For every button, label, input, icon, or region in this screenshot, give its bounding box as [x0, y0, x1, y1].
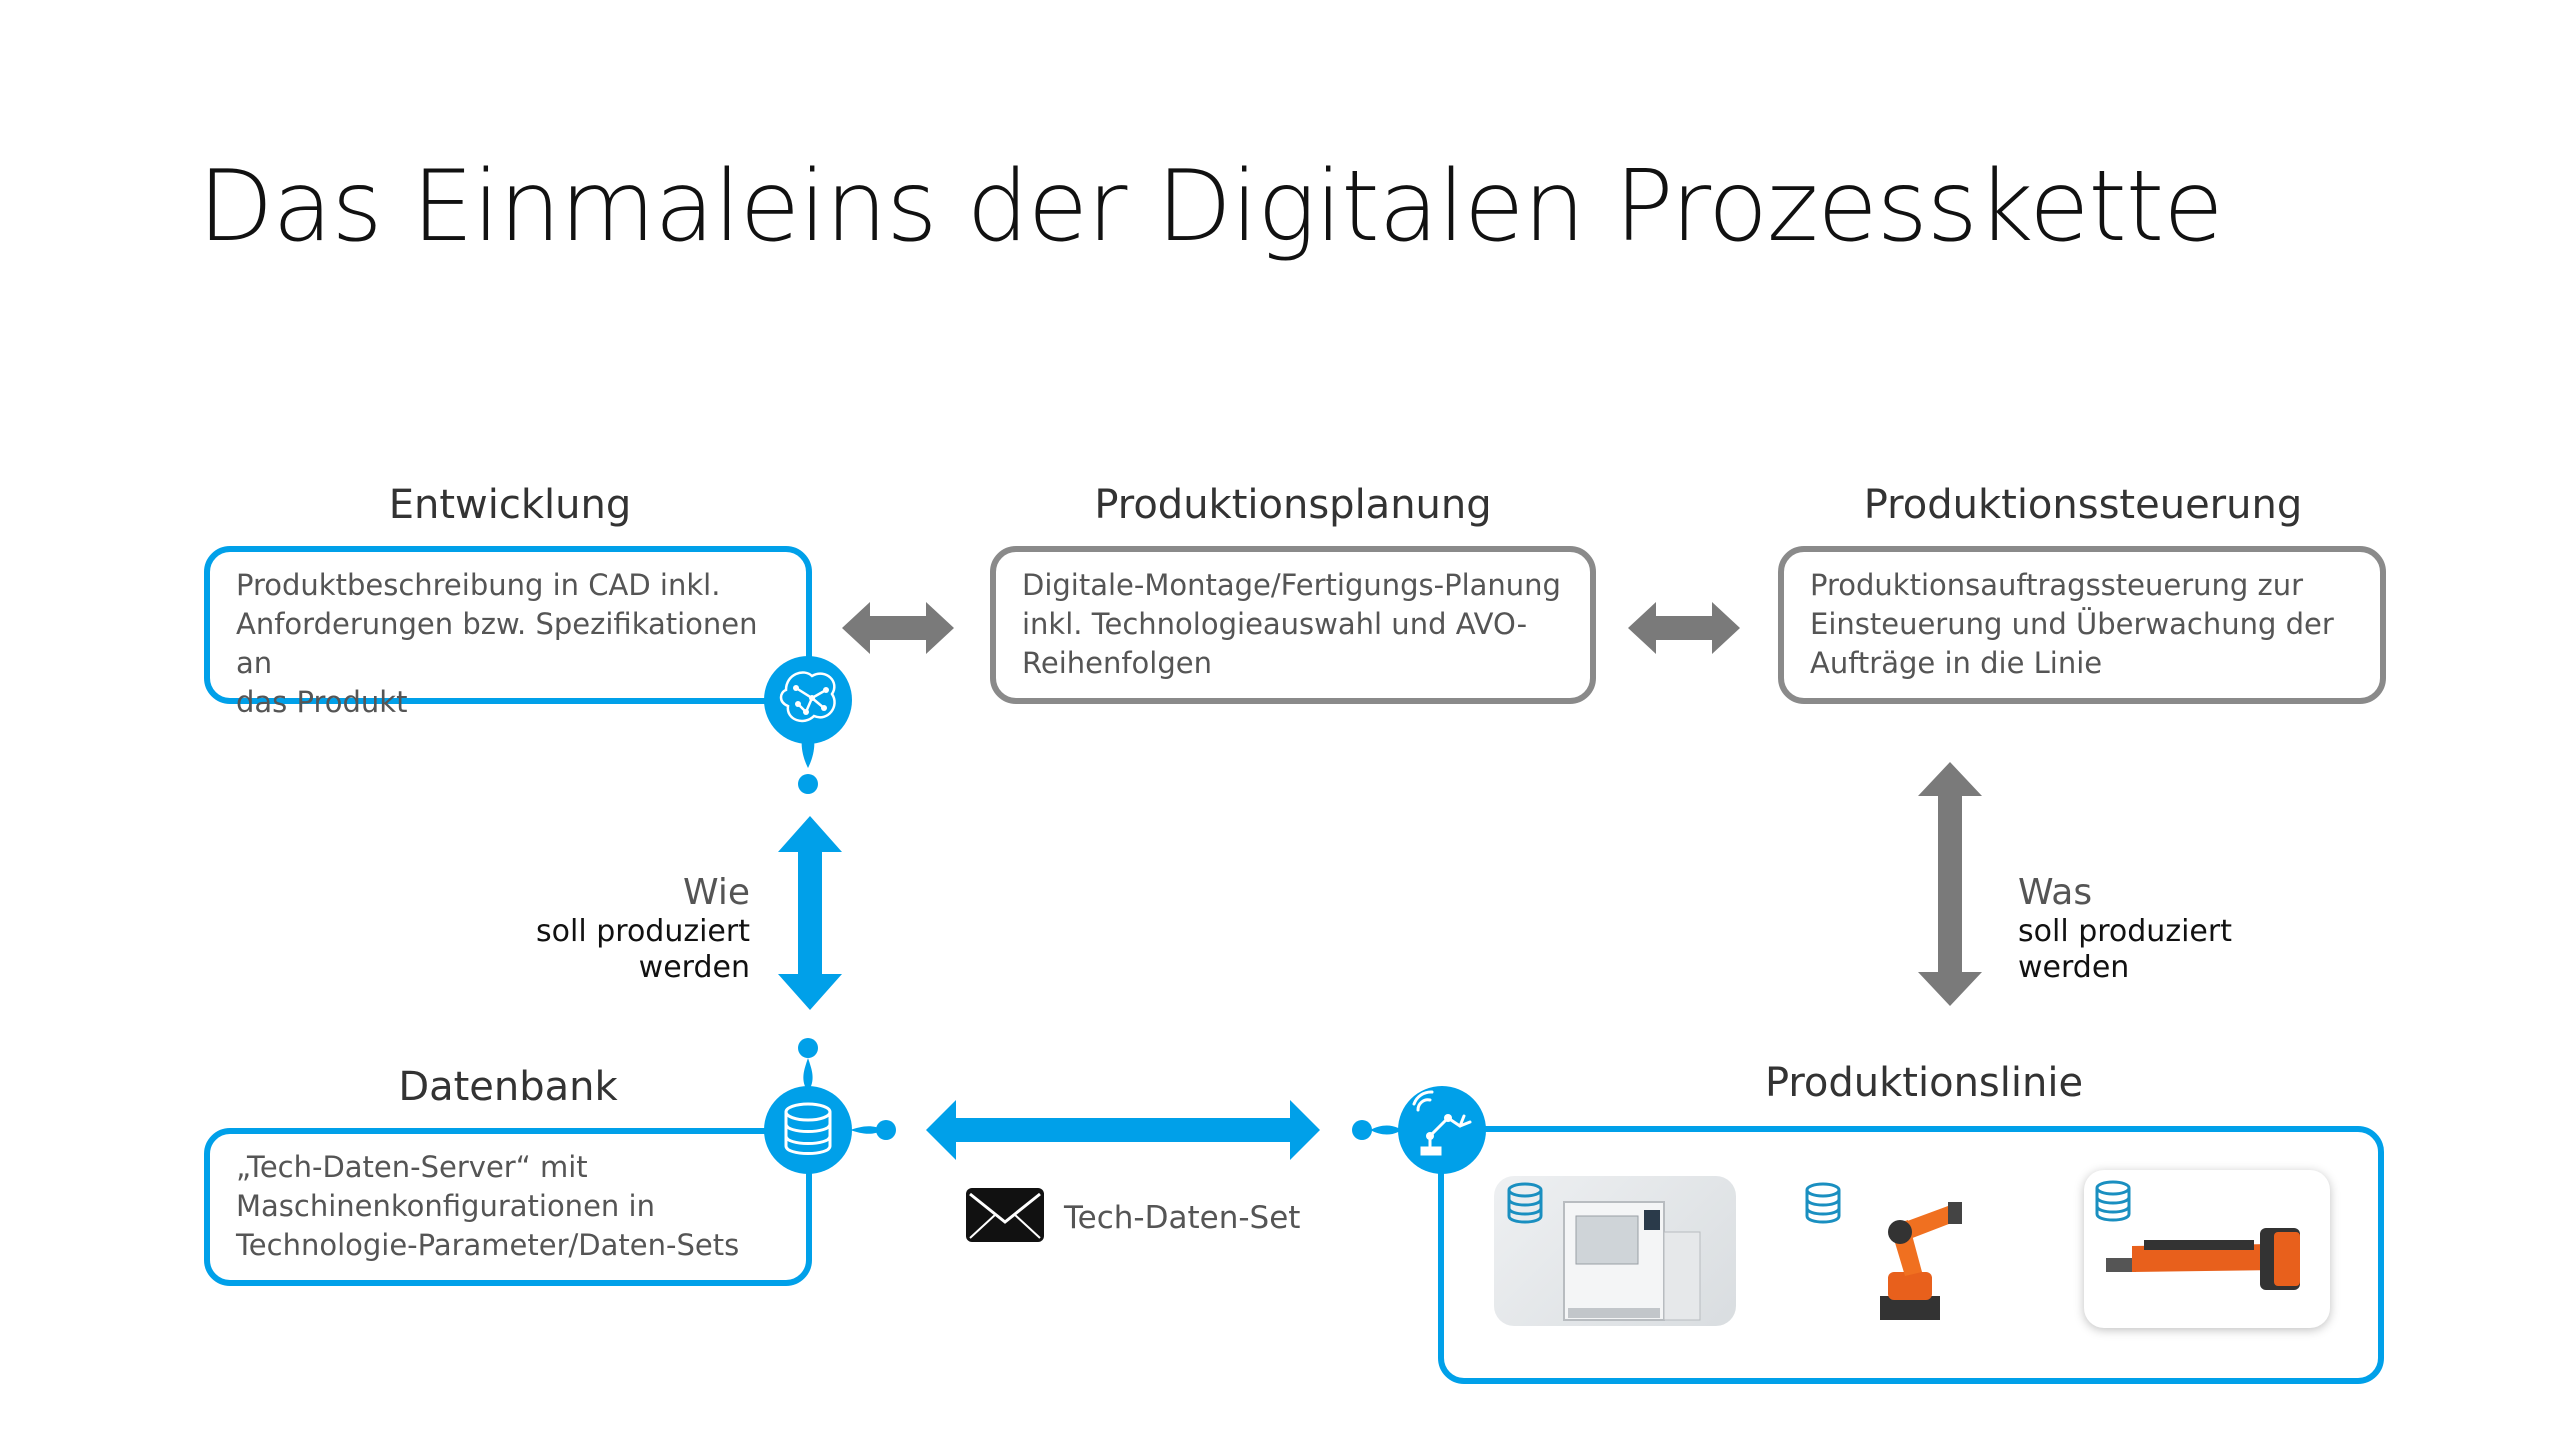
machine-cabinet-drawing — [1563, 1201, 1701, 1321]
heading-produktionsplanung: Produktionsplanung — [1094, 482, 1492, 528]
industrial-robot-drawing — [1880, 1202, 1962, 1320]
produktionssteuerung-line-1: Produktionsauftragssteuerung zur — [1810, 568, 2304, 602]
page-title: Das Einmaleins der Digitalen Prozesskett… — [198, 150, 2224, 264]
label-was: Was soll produziert werden — [2018, 872, 2278, 986]
wie-word: Wie — [683, 872, 750, 913]
robot-arm-wifi-icon — [1352, 1086, 1486, 1174]
cordless-nutrunner-drawing — [2106, 1228, 2300, 1290]
wie-line-2: werden — [638, 950, 750, 985]
arrow-entwicklung-planung — [842, 602, 954, 654]
produktionsplanung-line-3: Reihenfolgen — [1022, 646, 1212, 680]
was-word: Was — [2018, 872, 2093, 913]
heading-produktionslinie: Produktionslinie — [1764, 1060, 2084, 1106]
arrow-wie-vertical — [778, 816, 842, 1010]
box-entwicklung: Produktbeschreibung in CAD inkl. Anforde… — [204, 546, 812, 719]
database-icon — [764, 1038, 896, 1174]
heading-datenbank: Datenbank — [398, 1064, 618, 1110]
industrial-robot-image — [1850, 1176, 1980, 1326]
machine-database-icon-3 — [2095, 1180, 2131, 1222]
brain-network-icon — [764, 656, 852, 794]
was-line-1: soll produziert — [2018, 914, 2232, 949]
produktionssteuerung-line-3: Aufträge in die Linie — [1810, 646, 2103, 680]
arrow-planung-steuerung — [1628, 602, 1740, 654]
box-datenbank: „Tech-Daten-Server“ mit Maschinenkonfigu… — [204, 1128, 812, 1286]
machine-database-icon-2 — [1805, 1182, 1841, 1224]
entwicklung-line-3: das Produkt — [236, 685, 408, 719]
datenbank-line-3: Technologie-Parameter/Daten-Sets — [236, 1228, 740, 1262]
produktionsplanung-line-2: inkl. Technologieauswahl und AVO- — [1022, 607, 1528, 641]
wie-line-1: soll produziert — [536, 914, 750, 949]
heading-entwicklung: Entwicklung — [388, 482, 632, 528]
produktionsplanung-line-1: Digitale-Montage/Fertigungs-Planung — [1022, 568, 1561, 602]
machine-database-icon-1 — [1507, 1182, 1543, 1224]
tech-daten-set-label: Tech-Daten-Set — [1064, 1200, 1301, 1236]
machine-cabinet-image — [1494, 1176, 1736, 1326]
box-produktionsplanung: Digitale-Montage/Fertigungs-Planung inkl… — [990, 546, 1596, 704]
was-line-2: werden — [2018, 950, 2130, 985]
heading-produktionssteuerung: Produktionssteuerung — [1863, 482, 2303, 528]
arrow-datenbank-linie — [926, 1100, 1320, 1160]
label-wie: Wie soll produziert werden — [520, 872, 750, 986]
box-produktionssteuerung: Produktionsauftragssteuerung zur Einsteu… — [1778, 546, 2386, 704]
entwicklung-line-1: Produktbeschreibung in CAD inkl. — [236, 568, 721, 602]
cordless-nutrunner-image — [2084, 1170, 2330, 1328]
produktionssteuerung-line-2: Einsteuerung und Überwachung der — [1810, 607, 2334, 641]
arrow-was-vertical — [1918, 762, 1982, 1006]
datenbank-line-1: „Tech-Daten-Server“ mit — [236, 1150, 588, 1184]
envelope-icon — [966, 1188, 1044, 1242]
datenbank-line-2: Maschinenkonfigurationen in — [236, 1189, 655, 1223]
entwicklung-line-2: Anforderungen bzw. Spezifikationen an — [236, 607, 758, 680]
